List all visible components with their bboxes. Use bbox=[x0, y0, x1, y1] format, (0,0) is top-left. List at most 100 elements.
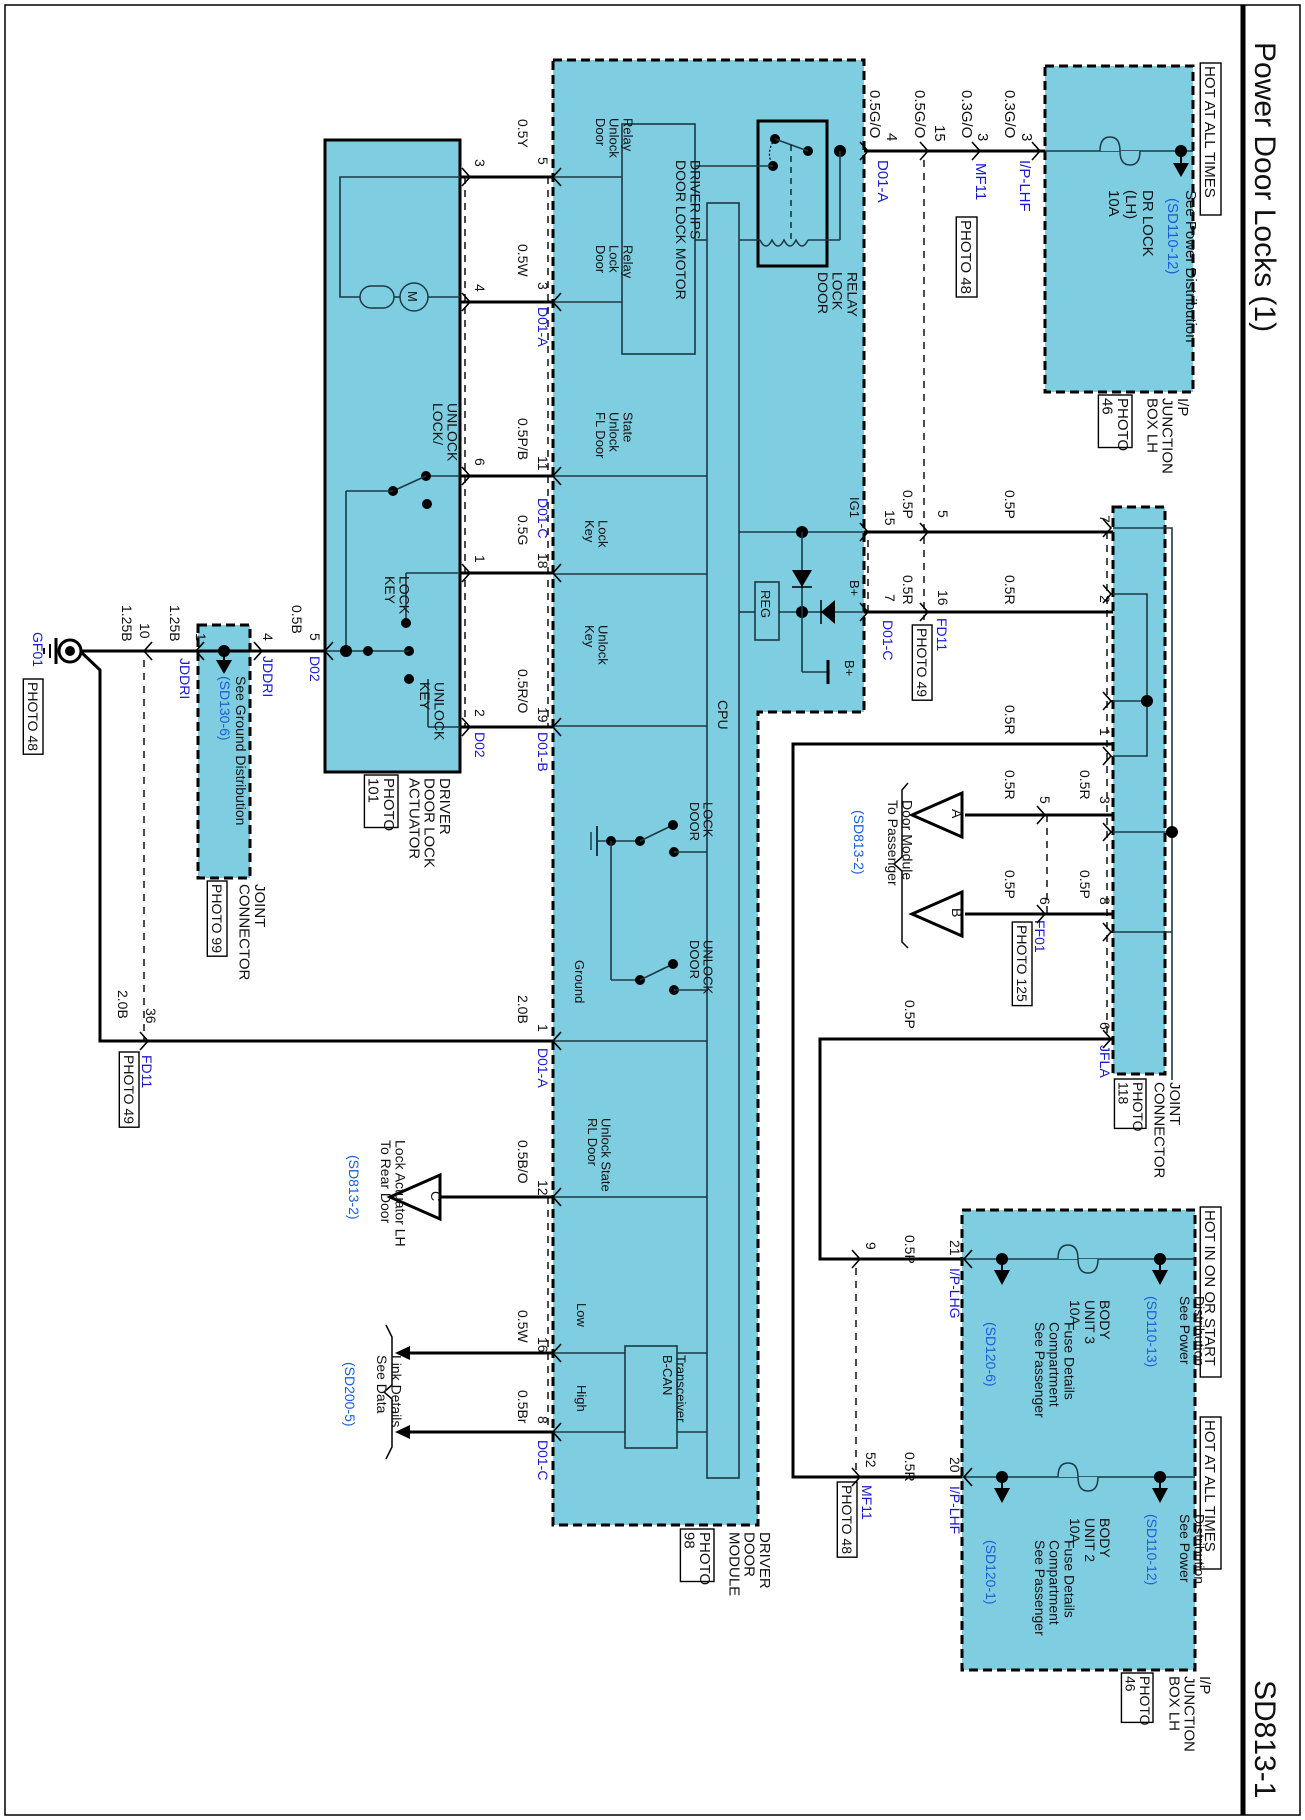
wire-spec: 0.5Y bbox=[515, 119, 531, 148]
f2-ref-bot: (SD120-1) bbox=[983, 1540, 999, 1605]
pin: 4 bbox=[883, 133, 900, 141]
door-unlock-sw-label-text: UNLOCK bbox=[701, 940, 716, 995]
connector-terminal-icon bbox=[461, 466, 472, 486]
key-lock-act-label-text: LOCK bbox=[397, 576, 413, 615]
photo-fd11-text: PHOTO 49 bbox=[121, 1055, 137, 1124]
jfla-photo-text: PHOTO bbox=[1130, 1082, 1146, 1132]
pin-text: 8 bbox=[535, 1416, 551, 1424]
ips-block bbox=[621, 123, 696, 355]
conn-text: FD11 bbox=[139, 1055, 155, 1088]
connector-terminal-icon bbox=[859, 141, 870, 161]
wire-text: 2.0B bbox=[115, 990, 131, 1019]
pin-text: 1 bbox=[193, 633, 209, 641]
lock-unlock-label-text: UNLOCK bbox=[445, 403, 461, 462]
pin: 12 bbox=[535, 1180, 551, 1196]
door-unlock-relay-label-text: Unlock bbox=[607, 118, 622, 158]
pin: 6 bbox=[1097, 1022, 1113, 1030]
actuator-photo-text: PHOTO bbox=[380, 778, 397, 831]
conn: I/P-LHF bbox=[1016, 160, 1033, 212]
actuator-box bbox=[323, 138, 462, 774]
photo-gf01-text: PHOTO 48 bbox=[25, 682, 41, 751]
f1-name: BODY bbox=[1097, 1300, 1113, 1340]
connector-terminal-icon bbox=[1102, 691, 1113, 711]
bcan-label-text: B-CAN bbox=[660, 1355, 675, 1395]
pin-text: 52 bbox=[863, 1452, 879, 1468]
pin-act-text: 3 bbox=[472, 159, 488, 167]
wire-text: 0.5R bbox=[1077, 770, 1093, 800]
bcan-label-text: Transceiver bbox=[674, 1355, 689, 1423]
wire: 1.25B bbox=[167, 605, 183, 642]
fl-unlock-state-label-text: FL Door bbox=[593, 412, 608, 459]
tri-c-label: C bbox=[428, 1191, 444, 1201]
cpu-signal-lines bbox=[553, 176, 707, 1433]
to-rear-ref: (SD813-2) bbox=[346, 1155, 362, 1220]
see-data-link-text: Link Details bbox=[389, 1355, 405, 1427]
conn-text: I/P-LHG bbox=[947, 1268, 963, 1319]
connector-terminal-icon bbox=[1102, 922, 1113, 942]
conn-text: MF11 bbox=[859, 1485, 875, 1520]
cpu-label: CPU bbox=[715, 700, 731, 730]
power-input-circuit bbox=[739, 526, 864, 684]
f1-ref-bot: (SD120-6) bbox=[983, 1322, 999, 1387]
key-lock-label-text: Key bbox=[582, 520, 597, 543]
pin-act: 2 bbox=[472, 709, 488, 717]
conn-text: GF01 bbox=[30, 632, 46, 667]
conn-text: FD11 bbox=[934, 618, 950, 651]
connector-guides bbox=[143, 160, 1108, 1477]
conn: FF01 bbox=[1032, 920, 1048, 953]
conn-text: D01-C bbox=[535, 498, 551, 538]
fl-unlock-state-label-text: Unlock bbox=[607, 412, 622, 452]
f1-see-bot-text: Compartment bbox=[1047, 1322, 1063, 1407]
ipjb-top-name-text: BOX LH bbox=[1143, 398, 1160, 453]
tri-c-label-text: C bbox=[428, 1191, 444, 1201]
hot-label-top: HOT AT ALL TIMES bbox=[1199, 62, 1222, 216]
door-lock-relay-label-text: DOOR bbox=[815, 272, 831, 314]
connector-terminal-icon bbox=[253, 641, 264, 661]
conn-text: JFLA bbox=[1097, 1045, 1113, 1078]
fuse-dr-lock-sub: (LH) bbox=[1122, 190, 1139, 219]
conn: I/P-LHG bbox=[947, 1268, 963, 1319]
pin-text: 3 bbox=[1018, 133, 1035, 141]
rl-unlock-state-label-text: RL Door bbox=[585, 1118, 600, 1167]
bplus-label: B+ bbox=[847, 580, 862, 596]
wire-spec: 0.5R/O bbox=[515, 669, 531, 713]
high-label: High bbox=[574, 1385, 589, 1412]
fuse-dr-lock-rating-text: 10A bbox=[1105, 190, 1122, 217]
wire-text: 1.25B bbox=[167, 605, 183, 642]
wire-text: 0.5P bbox=[1077, 870, 1093, 899]
pin: 3 bbox=[1018, 133, 1035, 141]
wire: 0.5B bbox=[289, 605, 305, 634]
pin: 2 bbox=[1097, 595, 1113, 603]
pin-act: 3 bbox=[472, 159, 488, 167]
conn-text: D02 bbox=[472, 732, 488, 758]
pin-act: 6 bbox=[472, 458, 488, 466]
cpu-label-text: CPU bbox=[715, 700, 731, 730]
wire: 1.25B bbox=[119, 605, 135, 642]
key-unlock-label-text: Key bbox=[582, 625, 597, 648]
conn-text: D01-A bbox=[535, 1048, 551, 1088]
conn: JFLA bbox=[1097, 1045, 1113, 1078]
wire-text: 0.5G/O bbox=[866, 90, 883, 138]
connector-terminal-icon bbox=[1036, 904, 1047, 924]
low-label-text: Low bbox=[574, 1303, 589, 1327]
connector-terminal-icon bbox=[919, 141, 930, 161]
f2-ref-top: (SD110-12) bbox=[1144, 1514, 1160, 1585]
conn: GF01 bbox=[30, 632, 46, 667]
ipjb-top-box bbox=[1043, 64, 1195, 394]
actuator-name-text: DOOR LOCK bbox=[421, 778, 438, 868]
pin-text: 4 bbox=[883, 133, 900, 141]
ig1-label-text: IG1 bbox=[847, 497, 862, 518]
fuse-dr-lock-label: DR LOCK bbox=[1139, 190, 1156, 257]
relay-switch bbox=[695, 134, 846, 247]
pin-mod: 18 bbox=[535, 553, 551, 569]
wire-spec-text: 0.5G bbox=[515, 515, 531, 545]
wire-text: 0.5R bbox=[1002, 575, 1018, 605]
